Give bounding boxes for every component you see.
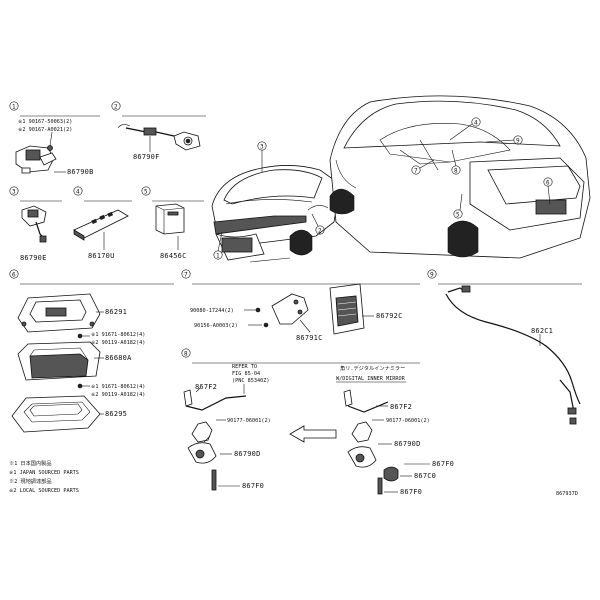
right-camera-assembly — [343, 389, 399, 495]
callout-2 — [315, 225, 325, 235]
callout-4-label: 4 — [474, 120, 478, 127]
left-camera-assembly — [183, 389, 247, 491]
s1-code-1: ※1 90167-50063(2) — [18, 119, 72, 125]
s9-part-862C1: 862C1 — [531, 327, 553, 335]
section-marker-2 — [111, 101, 121, 111]
s7-part-86792C: 86792C — [376, 312, 403, 320]
callout-5 — [453, 209, 463, 219]
s6-part-86680A: 86680A — [105, 354, 132, 362]
s4-part-86170U: 86170U — [88, 252, 115, 260]
section-5: 5 86456C — [141, 186, 204, 260]
bracket-86791C — [271, 293, 309, 325]
section-number-3: 3 — [12, 189, 16, 196]
s6-part-86291: 86291 — [105, 308, 127, 316]
section-7: 7 90080-17244(2) 90156-A0003(2) 86791C 8… — [181, 269, 420, 342]
section-number-5: 5 — [144, 189, 148, 196]
callout-6-label: 6 — [546, 180, 550, 187]
s8-right-part-867C0: 867C0 — [414, 472, 436, 480]
s1-code-2: ※2 90167-A0021(2) — [18, 127, 72, 133]
vehicle-callouts: 3 1 2 4 9 7 8 5 6 — [213, 117, 553, 260]
module-86456C — [155, 203, 185, 235]
s8-left-part-867F0: 867F0 — [242, 482, 264, 490]
legend-line-3: ※2 現地調達部品 — [9, 477, 52, 485]
camera-86790E — [21, 205, 47, 243]
s5-part-86456C: 86456C — [160, 252, 187, 260]
s8-note-jp: 角リ.デジタルインナミラー — [340, 364, 405, 372]
vehicle-front-view — [211, 165, 339, 263]
section-1: 1 ※1 90167-50063(2) ※2 90167-A0021(2) 86… — [9, 101, 100, 176]
section-number-7: 7 — [184, 272, 188, 279]
harness-862C1 — [445, 285, 581, 425]
s2-part-86790F: 86790F — [133, 153, 160, 161]
section-marker-8 — [181, 348, 191, 358]
camera-86790B — [15, 131, 57, 174]
section-number-9: 9 — [430, 272, 434, 279]
smart-key-86170U — [73, 209, 129, 241]
s3-part-86790E: 86790E — [20, 254, 47, 262]
s8-refer-line-1: REFER TO — [232, 364, 257, 370]
s7-code-2: 90156-A0003(2) — [194, 323, 238, 329]
section-8: 8 REFER TO FIG 85-04 (PNC 85340Z) 角リ.デジタ… — [181, 348, 454, 496]
callout-3-label: 3 — [260, 144, 264, 151]
s8-right-part-867F2: 867F2 — [390, 403, 412, 411]
section-marker-3 — [9, 186, 19, 196]
section-marker-4 — [73, 186, 83, 196]
s6-code-b1: ※1 91671-80612(4) — [91, 384, 145, 390]
section-number-1: 1 — [12, 104, 16, 111]
cover-86295 — [11, 395, 101, 433]
s1-part-86790B: 86790B — [67, 168, 94, 176]
legend-line-4: ※2 LOCAL SOURCED PARTS — [9, 488, 79, 494]
s8-note-en: W/DIGITAL INNER MIRROR — [336, 376, 406, 382]
s8-right-part-86790D: 86790D — [394, 440, 421, 448]
callout-7 — [411, 165, 421, 175]
vehicle-rear-view — [329, 95, 591, 259]
direction-arrow — [289, 425, 337, 443]
s8-right-code: 90177-06001(2) — [386, 418, 430, 424]
s8-right-part-867F0-2: 867F0 — [400, 488, 422, 496]
callout-1-label: 1 — [216, 253, 220, 260]
panel-86291 — [17, 293, 101, 333]
section-marker-6 — [9, 269, 19, 279]
callout-8-label: 8 — [454, 168, 458, 175]
callout-7-label: 7 — [414, 168, 418, 175]
s8-left-part-86790D: 86790D — [234, 450, 261, 458]
s8-left-part-867F2: 867F2 — [195, 383, 217, 391]
section-marker-7 — [181, 269, 191, 279]
section-4: 4 86170U — [73, 186, 132, 260]
s8-refer-line-2: FIG 85-04 — [232, 371, 260, 377]
grille-86792C — [329, 283, 365, 335]
s6-code-a1: ※1 91671-80612(4) — [91, 332, 145, 338]
section-number-6: 6 — [12, 272, 16, 279]
s8-left-code: 90177-06001(2) — [227, 418, 271, 424]
s8-right-part-867F0-1: 867F0 — [432, 460, 454, 468]
callout-9-label: 9 — [516, 138, 520, 145]
panel-86680A — [17, 341, 101, 381]
section-6: 6 86291 ※1 91671-80612(4) ※2 90119-A0182… — [9, 269, 174, 433]
section-2: 2 86790F — [111, 101, 206, 161]
callout-2-label: 2 — [318, 228, 322, 235]
callout-4 — [471, 117, 481, 127]
section-marker-5 — [141, 186, 151, 196]
section-number-4: 4 — [76, 189, 80, 196]
s6-part-86295: 86295 — [105, 410, 127, 418]
section-number-8: 8 — [184, 351, 188, 358]
section-marker-1 — [9, 101, 19, 111]
s6-code-b2: ※2 90119-A0182(4) — [91, 392, 145, 398]
s7-code-1: 90080-17244(2) — [190, 308, 234, 314]
s6-code-a2: ※2 90119-A0182(4) — [91, 340, 145, 346]
section-marker-9 — [427, 269, 437, 279]
section-3: 3 86790E — [9, 186, 62, 262]
section-9: 9 862C1 — [427, 269, 582, 425]
legend-line-1: ※1 日本国内製品 — [9, 459, 52, 467]
s8-refer-line-3: (PNC 85340Z) — [232, 378, 269, 384]
section-number-2: 2 — [114, 104, 118, 111]
legend-line-2: ※1 JAPAN SOURCED PARTS — [9, 470, 79, 476]
camera-86790F — [117, 124, 201, 151]
figure-id: 867937D — [556, 491, 578, 497]
callout-5-label: 5 — [456, 212, 460, 219]
legend: ※1 日本国内製品 ※1 JAPAN SOURCED PARTS ※2 現地調達… — [9, 459, 79, 494]
s7-part-86791C: 86791C — [296, 334, 323, 342]
